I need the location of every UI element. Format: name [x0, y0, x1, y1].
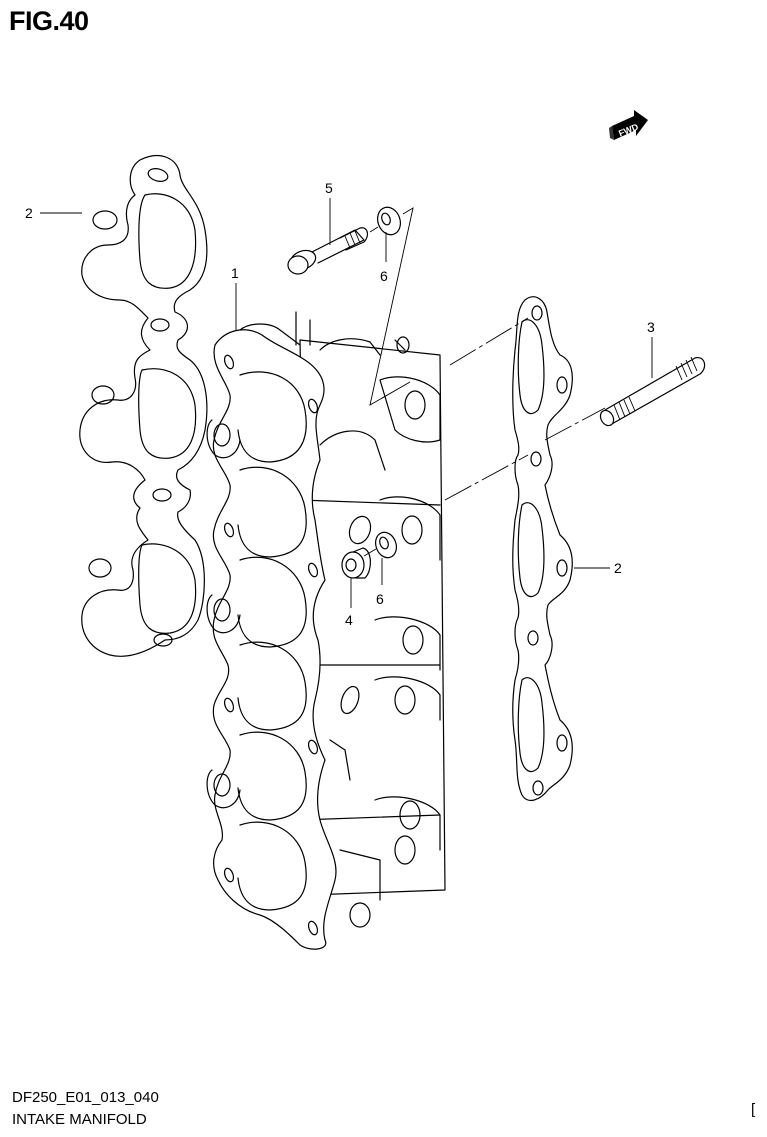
fwd-arrow-icon: FWD	[609, 110, 648, 140]
gasket-left	[79, 155, 208, 657]
nut	[341, 547, 371, 579]
callout-1: 1	[231, 265, 239, 281]
callout-4: 5	[325, 180, 333, 196]
bolt	[287, 227, 369, 275]
gasket-right	[512, 296, 573, 802]
figure-code: DF250_E01_013_040	[12, 1089, 159, 1106]
callout-6-lower: 6	[376, 591, 384, 607]
washer-upper	[377, 206, 401, 236]
washer-lower	[375, 531, 397, 559]
callout-5: 4	[345, 612, 353, 628]
figure-title: FIG.40	[9, 6, 89, 36]
intake-manifold	[206, 311, 446, 950]
corner-mark: [	[751, 1101, 756, 1118]
callout-6-upper: 6	[380, 268, 388, 284]
callout-2-right: 2	[614, 560, 622, 576]
figure-name: INTAKE MANIFOLD	[12, 1111, 147, 1128]
callout-2-left: 2	[25, 205, 33, 221]
stud-bolt	[599, 356, 706, 427]
callout-3: 3	[647, 319, 655, 335]
